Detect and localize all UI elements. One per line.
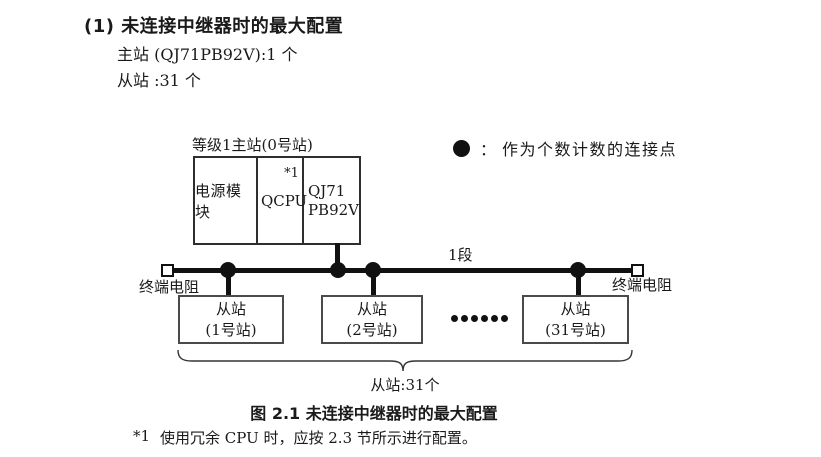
slave31-line1: 从站 [560,299,591,318]
terminator-left-icon [161,264,174,277]
slave-station-1-box: 从站 (1号站) [178,295,284,344]
section-heading: (1) 未连接中继器时的最大配置 [84,16,344,37]
slave-count-line: 从站 :31 个 [117,71,201,90]
slave31-connector [576,271,581,296]
legend: ： 作为个数计数的连接点 [453,136,677,160]
slaves-brace [177,349,633,372]
legend-colon: ： [480,140,497,159]
slave1-line2: (1号站) [205,320,257,339]
module-power-supply-label: 电源模块 [195,181,242,221]
connection-point-slave31 [570,262,586,278]
slave31-line2: (31号站) [545,320,606,339]
terminator-right-icon [631,264,644,277]
slaves-brace-label: 从站:31个 [370,376,440,394]
legend-text: 作为个数计数的连接点 [502,140,678,159]
master-bus-connector [335,243,340,270]
ellipsis-dots-icon [451,315,508,322]
slave1-connector [226,271,231,296]
module-qcpu: *1 QCPU [258,158,308,243]
slave-station-31-box: 从站 (31号站) [522,295,629,344]
connection-point-master [330,262,346,278]
slave-station-2-box: 从站 (2号站) [321,295,423,344]
figure-caption: 图 2.1 未连接中继器时的最大配置 [250,404,498,423]
qcpu-footnote-ref: *1 [284,166,299,181]
module-qj71pb92v: QJ71 PB92V [304,158,359,243]
bus-line [172,268,634,273]
footnote-text: 使用冗余 CPU 时，应按 2.3 节所示进行配置。 [160,429,477,447]
master-count-line: 主站 (QJ71PB92V):1 个 [117,45,298,64]
terminator-left-label: 终端电阻 [139,278,200,296]
footnote-marker: *1 [133,427,151,445]
connection-point-icon [453,139,470,157]
module-power-supply: 电源模块 [195,158,258,243]
module-qcpu-label: QCPU [260,191,308,210]
slave2-line2: (2号站) [346,320,398,339]
module-qj71-line2: PB92V [307,200,359,219]
terminator-right-label: 终端电阻 [612,276,673,294]
master-station-box: 电源模块 *1 QCPU QJ71 PB92V [193,156,361,245]
slave1-line1: 从站 [215,299,246,318]
module-qj71-line1: QJ71 [307,181,346,200]
slave2-line1: 从站 [356,299,387,318]
segment-label: 1段 [448,246,473,264]
connection-point-slave2 [365,262,381,278]
connection-point-slave1 [220,262,236,278]
slave2-connector [371,271,376,296]
master-station-label: 等级1主站(0号站) [192,136,313,154]
